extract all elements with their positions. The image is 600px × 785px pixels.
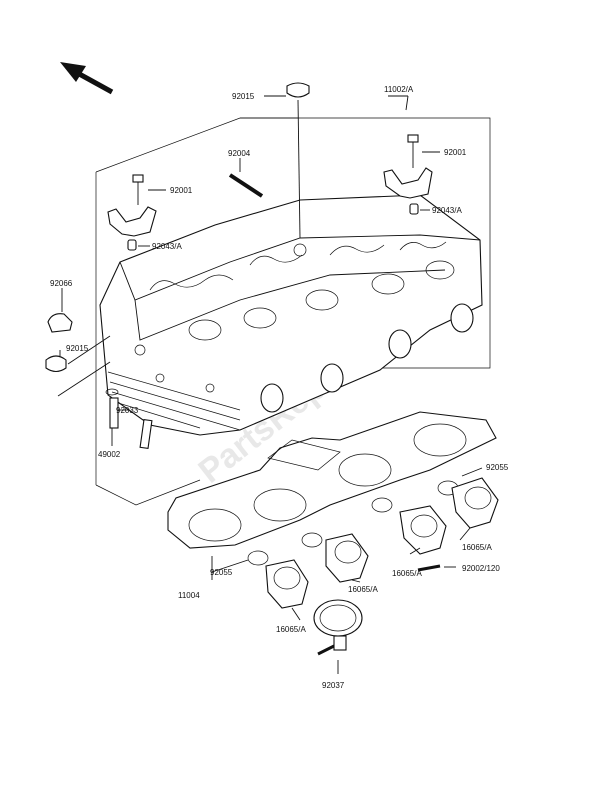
label-92001-left: 92001	[170, 186, 193, 195]
label-16065a-mid: 16065/A	[348, 585, 378, 594]
label-92004: 92004	[228, 149, 251, 158]
holder-16065-right	[399, 505, 447, 555]
cap-nut-92015-top	[286, 82, 310, 239]
label-92033: 92033	[116, 406, 139, 415]
label-16065a-far-right: 16065/A	[462, 543, 492, 552]
cap-nut-92015-left	[45, 355, 67, 373]
label-92055-right: 92055	[486, 463, 509, 472]
o-ring-mid	[301, 532, 323, 548]
label-92001-right: 92001	[444, 148, 467, 157]
label-16065a-left: 16065/A	[276, 625, 306, 634]
holder-16065-mid	[325, 533, 369, 583]
head-gasket	[167, 411, 497, 549]
screw-92002	[417, 564, 441, 572]
label-92055-left: 92055	[210, 568, 233, 577]
stud-92004	[228, 173, 264, 198]
label-92037: 92037	[322, 681, 345, 690]
o-ring-92055-left	[247, 550, 269, 566]
assembly-frame	[95, 117, 491, 506]
arrow-up-left-icon	[60, 62, 114, 95]
label-92066: 92066	[50, 279, 73, 288]
label-16065a-right: 16065/A	[392, 569, 422, 578]
bolt-92001-left	[107, 174, 157, 237]
clamp-92037	[313, 599, 363, 656]
holder-16065-far-right	[451, 477, 499, 529]
bolt-92001-right	[383, 134, 433, 199]
o-ring-mid2	[371, 497, 393, 513]
label-92015-left: 92015	[66, 344, 89, 353]
label-92015-top: 92015	[232, 92, 255, 101]
label-11004: 11004	[178, 591, 200, 600]
label-11002a: 11002/A	[384, 85, 414, 94]
valve-guide-49002	[105, 388, 153, 450]
label-92043a-right: 92043/A	[432, 206, 462, 215]
leader-lines	[57, 95, 483, 674]
part-labels: 92015 11002/A 92004 92001 92001 92043/A …	[50, 85, 509, 690]
holder-16065-left	[265, 559, 309, 609]
label-49002: 49002	[98, 450, 121, 459]
cap-92066	[47, 313, 73, 333]
dowel-92043-left	[127, 239, 137, 251]
label-92002-120: 92002/120	[462, 564, 500, 573]
dowel-92043-right	[409, 203, 419, 215]
cylinder-head	[99, 194, 483, 436]
label-92043a-left: 92043/A	[152, 242, 182, 251]
